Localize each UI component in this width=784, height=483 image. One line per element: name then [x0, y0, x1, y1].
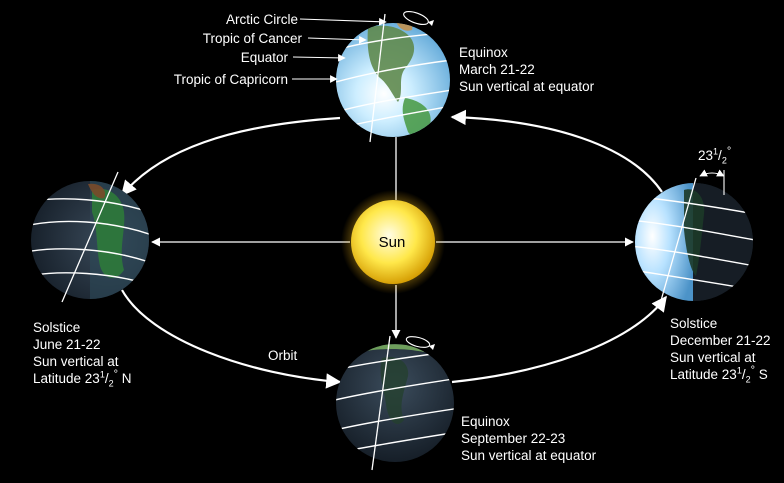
june-title: Solstice [33, 320, 81, 335]
label-equator: Equator [240, 50, 288, 65]
sun-label: Sun [379, 234, 406, 251]
orbit-path [121, 109, 667, 389]
caption-december-solstice: Solstice December 21-22 Sun vertical at … [670, 315, 771, 385]
axis-december [659, 177, 697, 305]
legend-leader-lines [292, 17, 387, 83]
label-tropic-of-cancer: Tropic of Cancer [202, 31, 302, 46]
march-title: Equinox [459, 45, 508, 60]
june-date: June 21-22 [33, 337, 101, 352]
land-americas-dim [380, 356, 409, 425]
december-title: Solstice [670, 316, 718, 331]
earth-march-equinox [336, 10, 450, 143]
orbit-arc-bottom-right [451, 295, 667, 384]
label-arctic-circle: Arctic Circle [225, 12, 298, 27]
sun-disc [351, 200, 435, 284]
june-note: Sun vertical at [33, 354, 119, 369]
land-europe-africa [92, 188, 125, 278]
label-tropic-of-capricorn: Tropic of Capricorn [173, 72, 288, 87]
sun: Sun [341, 190, 445, 294]
march-date: March 21-22 [459, 62, 535, 77]
caption-june-solstice: Solstice June 21-22 Sun vertical at Lati… [33, 319, 132, 389]
axis-march [369, 13, 386, 143]
december-note: Sun vertical at [670, 350, 756, 365]
earth-june-solstice [31, 171, 149, 303]
orbit-arc-top-left [121, 116, 341, 197]
december-latitude: Latitude 231/2° S [670, 364, 768, 385]
september-date: September 22-23 [461, 431, 566, 446]
september-title: Equinox [461, 414, 510, 429]
axis-june [61, 171, 119, 303]
june-latitude: Latitude 231/2° N [33, 368, 132, 389]
caption-march-equinox: Equinox March 21-22 Sun vertical at equa… [459, 44, 594, 95]
orbit-arc-top-right [450, 109, 663, 193]
earth-december-solstice [635, 169, 753, 305]
september-note: Sun vertical at equator [461, 448, 597, 463]
december-date: December 21-22 [670, 333, 771, 348]
land-north-america [367, 25, 415, 102]
label-axial-tilt: 231/2° [698, 145, 732, 166]
earth-september-equinox [336, 335, 454, 471]
caption-september-equinox: Equinox September 22-23 Sun vertical at … [461, 413, 596, 464]
orbit-arc-bottom-left [121, 289, 342, 389]
march-note: Sun vertical at equator [459, 79, 595, 94]
axis-september [371, 335, 391, 471]
land-south-america [402, 98, 431, 137]
label-orbit: Orbit [268, 348, 298, 363]
rotation-arrow-march [403, 10, 429, 26]
rotation-arrow-september [405, 336, 431, 348]
tilt-angle-arc [699, 169, 725, 177]
